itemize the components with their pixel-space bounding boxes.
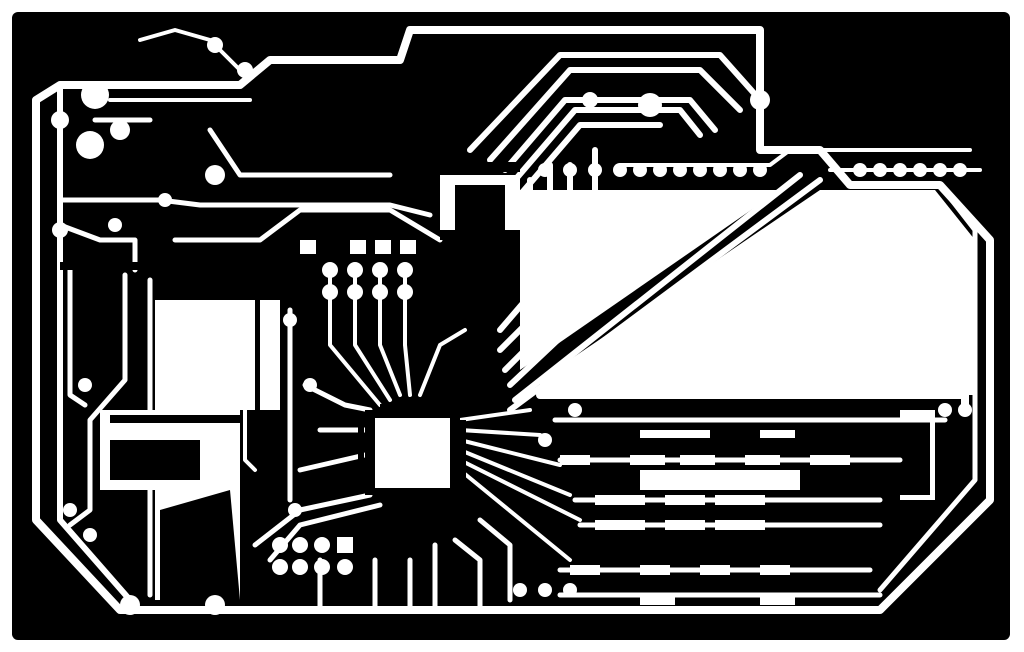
header-pads [272,163,967,597]
main-chip-fanout [328,268,582,562]
smd-pads [215,300,850,605]
main-mcu [365,410,460,495]
upper-mcu [440,175,520,240]
ic-pins [60,162,520,500]
diagonal-bus [467,52,823,413]
through-hole-pads [51,37,972,615]
left-mcu [100,410,240,490]
